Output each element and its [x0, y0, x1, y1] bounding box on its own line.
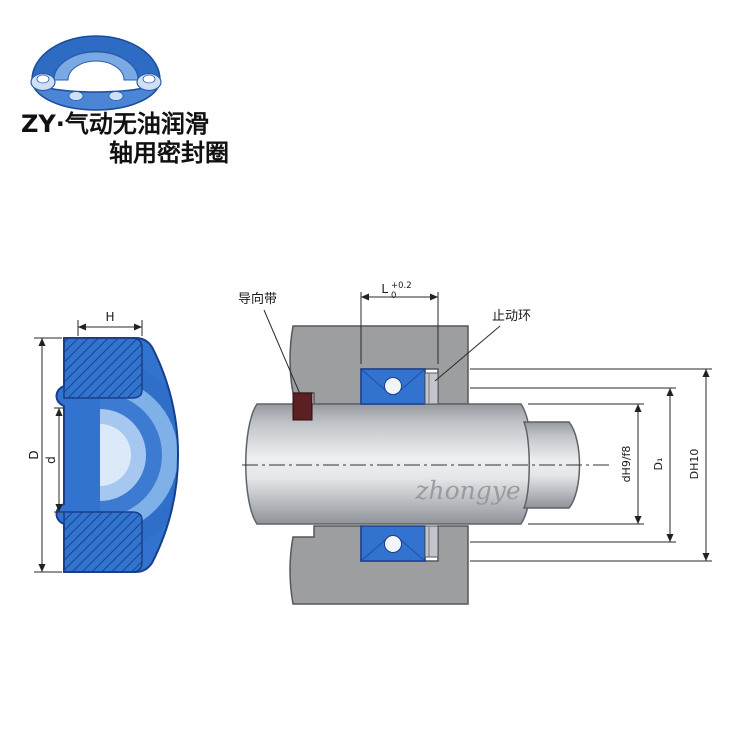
- dimension-shaft-dia: dH9/f8: [528, 403, 644, 525]
- dimension-H: H: [77, 310, 143, 336]
- stop-ring-callout: 止动环: [434, 309, 531, 382]
- dim-D1-label: D₁: [652, 458, 665, 471]
- dimension-DH10: DH10: [470, 368, 712, 562]
- product-title-line1: ZY·气动无油润滑: [21, 110, 209, 138]
- dim-DH10-label: DH10: [688, 449, 701, 480]
- dimension-D: D: [27, 337, 62, 573]
- seal-body-outline: [55, 337, 180, 573]
- product-title-line2: 轴用密封圈: [109, 139, 229, 167]
- seal-lower-void: [384, 535, 402, 553]
- shaft: [245, 403, 533, 525]
- dim-L-tol-lower: 0: [391, 291, 396, 301]
- seal-upper-void: [384, 377, 402, 395]
- thumbnail-lip-groove: [108, 91, 124, 101]
- dimension-L: L +0.2 0: [360, 281, 439, 364]
- dim-H-label: H: [105, 310, 114, 324]
- dim-D-label: D: [27, 450, 41, 459]
- seal-lower: [360, 525, 439, 562]
- dim-shaft-label: dH9/f8: [620, 446, 633, 483]
- stop-ring-upper: [424, 372, 439, 405]
- dim-L-label: L: [381, 282, 388, 296]
- watermark-text: zhongye: [414, 476, 520, 505]
- stop-ring-lower: [424, 525, 439, 558]
- guide-band-label: 导向带: [238, 291, 277, 307]
- seal-upper: [360, 368, 439, 405]
- seal-flange-bottom: [63, 511, 143, 573]
- installation-drawing: zhongye L +0.2 0 导向带 止动环: [238, 281, 712, 605]
- seal-flange-top: [63, 337, 143, 399]
- dim-d-label: d: [44, 456, 58, 464]
- seal-lower-body: [360, 525, 426, 562]
- dimension-D1: D₁: [470, 387, 676, 543]
- thumbnail-lip-groove: [68, 91, 84, 101]
- dimension-d: d: [44, 407, 64, 513]
- cross-section-view: H D d: [27, 310, 180, 573]
- thumbnail-cut-notch-right: [142, 74, 156, 84]
- seal-lip-bands: [100, 359, 179, 551]
- stop-ring-label: 止动环: [492, 309, 531, 324]
- seal-3d-thumbnail: [30, 35, 162, 111]
- thumbnail-cut-notch-left: [36, 74, 50, 84]
- dim-L-tol-upper: +0.2: [391, 281, 412, 291]
- guide-band: [292, 392, 313, 421]
- lip-band-5: [100, 424, 131, 486]
- guide-band-callout: 导向带: [238, 291, 301, 395]
